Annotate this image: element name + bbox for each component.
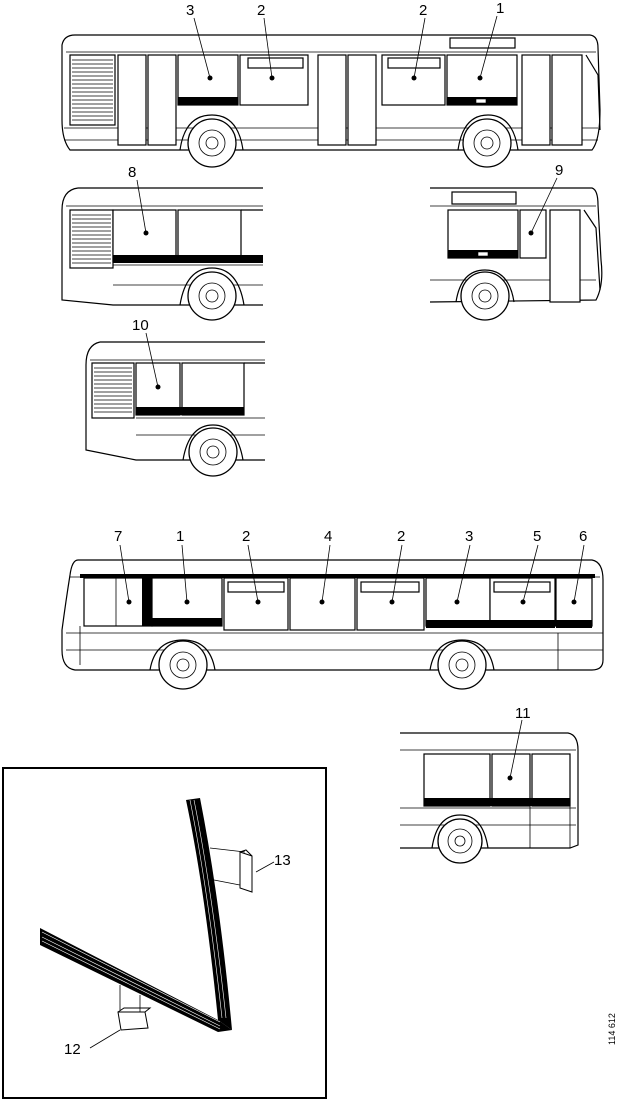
rear-grille (72, 59, 113, 121)
bus-left-side-view: 3 2 2 1 (61, 0, 601, 168)
window-1 (446, 54, 518, 106)
callout-1-top: 1 (496, 0, 504, 17)
callout-6: 6 (579, 528, 587, 545)
callout-2-side-a: 2 (242, 528, 250, 545)
callout-12: 12 (64, 1041, 81, 1058)
callout-13: 13 (274, 852, 291, 869)
callout-8: 8 (128, 164, 136, 181)
callout-11: 11 (515, 705, 531, 722)
callout-10: 10 (132, 317, 149, 334)
callout-7: 7 (114, 528, 122, 545)
callout-3-side: 3 (465, 528, 473, 545)
callout-4: 4 (324, 528, 332, 545)
callout-3-top: 3 (186, 2, 194, 19)
view-11-rear-section: 11 (400, 705, 579, 864)
callout-2-top-a: 2 (257, 2, 265, 19)
view-8-rear-section: 8 (61, 164, 263, 321)
callout-2-side-b: 2 (397, 528, 405, 545)
view-9-front-section: 9 (429, 162, 603, 321)
callout-2-top-b: 2 (419, 2, 427, 19)
figure-reference-number: 114 612 (607, 1013, 617, 1045)
bus-right-side-view: 7 1 2 4 2 3 5 6 (61, 528, 604, 690)
view-10-rear-section: 10 (85, 317, 265, 477)
window-7 (83, 577, 153, 627)
callout-5: 5 (533, 528, 541, 545)
callout-9: 9 (555, 162, 563, 179)
detail-inset: 13 12 (2, 767, 327, 1099)
callout-1-side: 1 (176, 528, 184, 545)
rear-grille-10 (94, 367, 132, 413)
rear-grille-8 (72, 214, 111, 264)
